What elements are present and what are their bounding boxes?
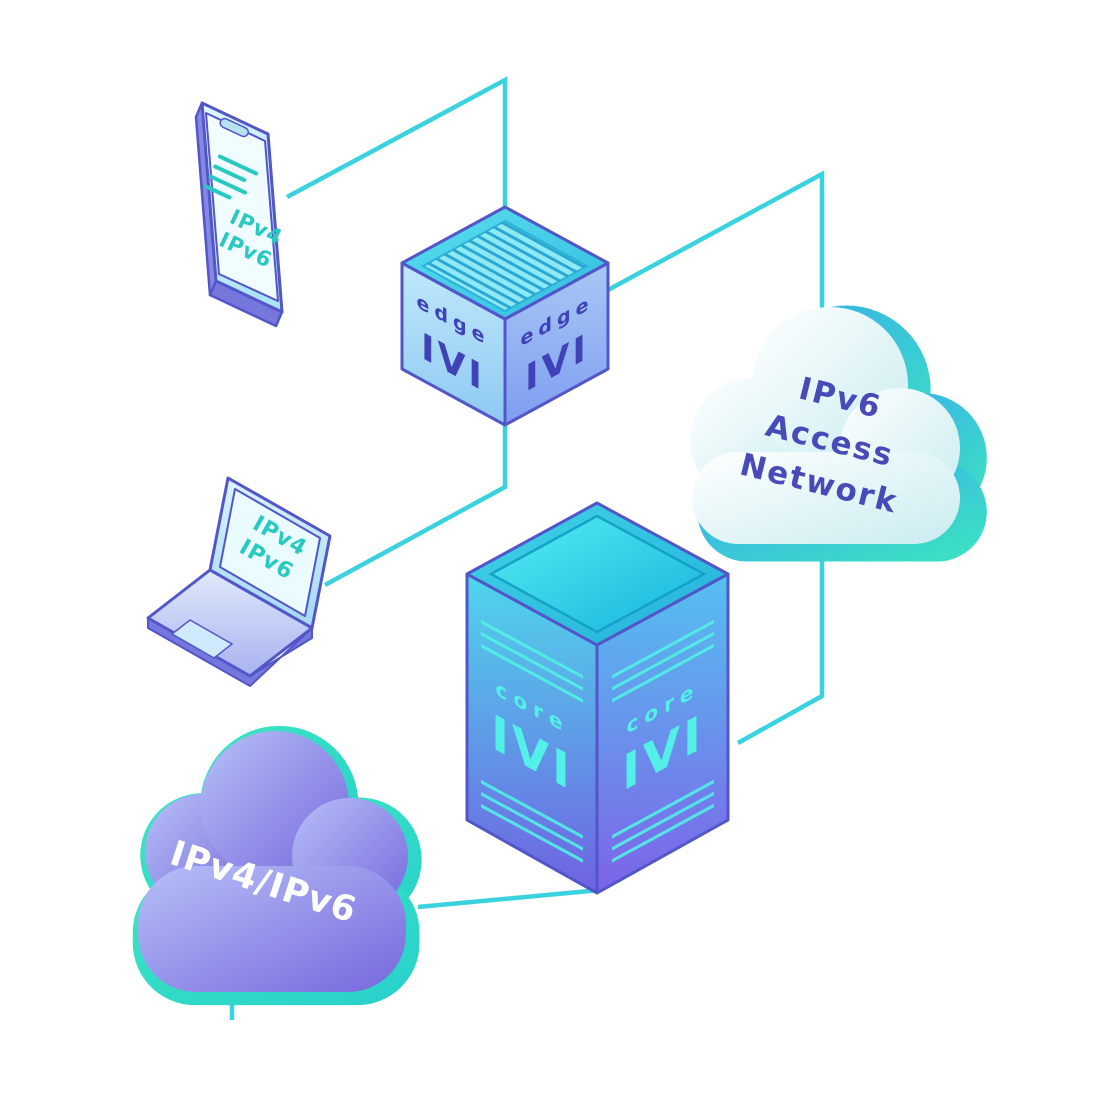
laptop-base xyxy=(146,568,314,678)
link-dual-cloud-core-router xyxy=(417,887,601,910)
link-edge-router-laptop xyxy=(323,425,508,587)
laptop-touchpad xyxy=(170,619,234,659)
laptop-node: IPv4 IPv6 xyxy=(146,476,332,687)
phone-notch xyxy=(219,117,249,138)
access-cloud-node: IPv6 Access Network xyxy=(690,305,987,562)
dual-stack-cloud-node: IPv4/IPv6 xyxy=(132,725,422,1006)
link-phone-edge-router xyxy=(285,76,508,208)
core-left-vent-lines-bottom xyxy=(481,779,583,863)
phone-node: IPv4 IPv6 xyxy=(194,101,287,328)
edge-router-node: edge IVI edge IVI xyxy=(400,205,610,427)
dual-cloud-front-layer xyxy=(138,731,408,992)
core-router-top-panel xyxy=(488,514,707,634)
core-router-node: core IVI core IVI xyxy=(465,501,730,895)
access-cloud-front-layer xyxy=(690,307,960,544)
phone-screen-content-lines xyxy=(203,154,259,200)
core-right-vent-lines-bottom xyxy=(612,779,714,863)
laptop-screen xyxy=(219,488,321,617)
access-cloud-labels: IPv6 Access Network xyxy=(736,371,902,521)
core-left-vent-lines-top xyxy=(481,619,583,703)
edge-router-top-panel xyxy=(420,219,590,313)
core-right-vent-lines-top xyxy=(612,619,714,703)
